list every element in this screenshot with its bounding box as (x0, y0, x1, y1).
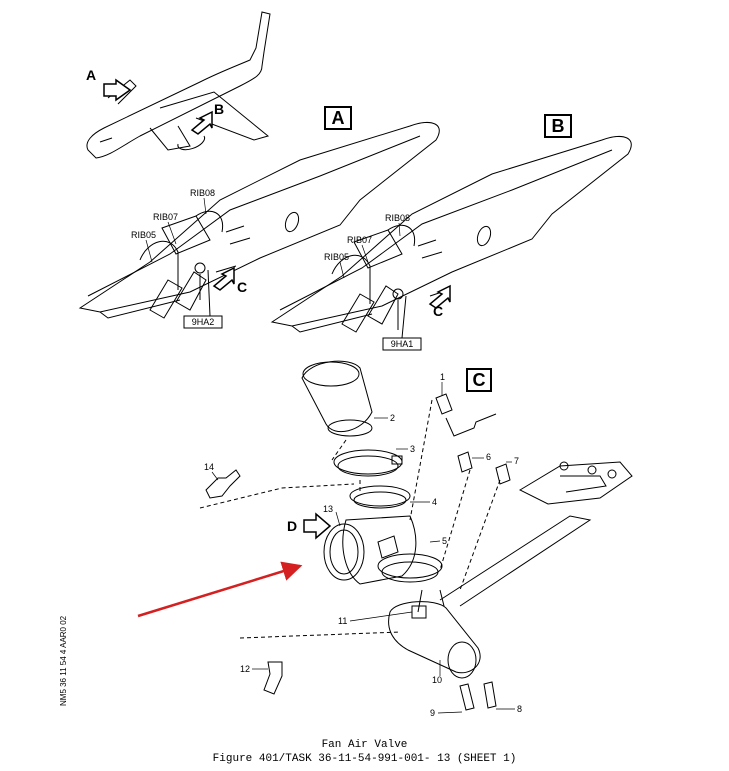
item-3-label: 3 (410, 444, 415, 454)
item-6-label: 6 (486, 452, 491, 462)
svg-text:C: C (473, 370, 486, 390)
view-b-label: B (544, 114, 572, 138)
rib05-label-b: RIB05 (324, 252, 349, 262)
callout-label-b: B (214, 101, 224, 117)
aircraft-sketch (86, 11, 271, 159)
item-12-label: 12 (240, 664, 250, 674)
item-13-label: 13 (323, 504, 333, 514)
view-a-label: A (324, 106, 352, 130)
svg-text:9HA1: 9HA1 (391, 339, 414, 349)
item-1-label: 1 (440, 372, 445, 382)
view-a-pylon (78, 122, 440, 319)
view-c-label: C (466, 368, 492, 392)
view-a-rib-labels: RIB05 RIB07 RIB08 (131, 188, 215, 263)
svg-text:D: D (287, 518, 297, 534)
view-b-ident-box: 9HA1 (382, 337, 422, 351)
item-10-label: 10 (432, 675, 442, 685)
callout-label-a: A (86, 67, 96, 83)
drawing-reference: NM5 36 11 54 4 AAR0 02 (59, 615, 68, 706)
figure-subtitle: Figure 401/TASK 36-11-54-991-001- 13 (SH… (212, 753, 517, 765)
svg-text:B: B (552, 116, 565, 136)
item-2-label: 2 (390, 413, 395, 423)
figure-title: Fan Air Valve (321, 739, 408, 751)
svg-text:A: A (332, 108, 345, 128)
item-11-label: 11 (338, 616, 347, 626)
item-8-label: 8 (517, 704, 522, 714)
item-14-label: 14 (204, 462, 214, 472)
item-9-label: 9 (430, 708, 435, 718)
rib08-label-a: RIB08 (190, 188, 215, 198)
view-a-arrow-c: C (212, 266, 247, 295)
view-b-rib-labels: RIB05 RIB07 RIB08 (324, 213, 410, 279)
rib05-label-a: RIB05 (131, 230, 156, 240)
callout-arrow-a: A (86, 67, 132, 102)
item-callouts: 1 2 3 4 5 6 7 8 9 10 11 12 13 14 (204, 372, 522, 718)
svg-text:9HA2: 9HA2 (192, 317, 215, 327)
red-pointer-arrow (137, 561, 303, 618)
rib08-label-b: RIB08 (385, 213, 410, 223)
rib07-label-b: RIB07 (347, 235, 372, 245)
svg-text:C: C (433, 303, 443, 319)
item-5-label: 5 (442, 536, 447, 546)
rib07-label-a: RIB07 (153, 212, 178, 222)
svg-text:C: C (237, 279, 247, 295)
item-7-label: 7 (514, 456, 519, 466)
exploded-assembly (199, 360, 633, 711)
view-a-ident-box: 9HA2 (183, 315, 223, 329)
view-b-pylon (270, 136, 632, 339)
view-b-arrow-c: C (428, 284, 451, 319)
item-4-label: 4 (432, 497, 437, 507)
view-d-arrow: D (287, 512, 332, 540)
callout-arrow-b: B (190, 101, 224, 135)
